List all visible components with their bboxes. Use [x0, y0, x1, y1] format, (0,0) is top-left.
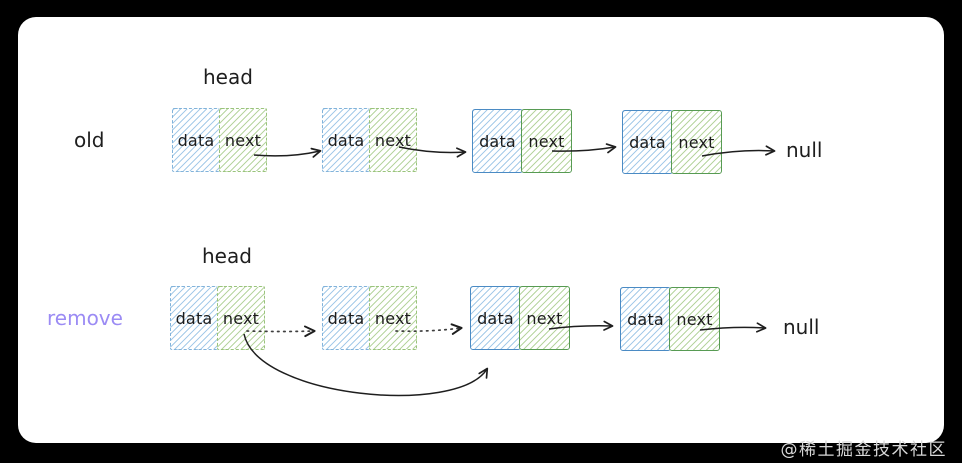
row2-label: remove — [47, 306, 123, 330]
node-data-cell: data — [170, 286, 218, 350]
node-data-cell: data — [622, 110, 673, 174]
cell-label: next — [224, 130, 262, 150]
row1-head-label: head — [203, 65, 253, 89]
cell-label: next — [678, 132, 715, 152]
node-next-cell: next — [519, 286, 570, 350]
cell-label: data — [327, 308, 365, 328]
cell-label: data — [327, 130, 365, 150]
node-next-cell: next — [369, 108, 417, 172]
drawing-canvas — [18, 17, 944, 443]
list-node-remove-2: data next — [322, 286, 417, 350]
cell-label: next — [526, 308, 563, 328]
list-node-old-4: data next — [622, 110, 722, 174]
list-node-old-3: data next — [472, 109, 572, 173]
list-node-old-2: data next — [322, 108, 417, 172]
node-next-cell: next — [217, 286, 265, 350]
node-next-cell: next — [669, 287, 720, 351]
node-data-cell: data — [472, 109, 523, 173]
list-node-remove-4: data next — [620, 287, 720, 351]
node-next-cell: next — [369, 286, 417, 350]
node-data-cell: data — [322, 286, 370, 350]
cell-label: next — [222, 308, 260, 328]
node-data-cell: data — [322, 108, 370, 172]
node-data-cell: data — [620, 287, 671, 351]
cell-label: data — [177, 130, 215, 150]
cell-label: data — [175, 308, 213, 328]
node-next-cell: next — [521, 109, 572, 173]
watermark: @稀土掘金技术社区 — [780, 440, 947, 460]
cell-label: next — [374, 130, 412, 150]
cell-label: data — [479, 131, 516, 151]
row2-head-label: head — [202, 244, 252, 268]
row1-null-label: null — [786, 138, 823, 162]
node-next-cell: next — [219, 108, 267, 172]
row1-label: old — [74, 128, 105, 152]
cell-label: next — [676, 309, 713, 329]
cell-label: next — [528, 131, 565, 151]
cell-label: data — [627, 309, 664, 329]
cell-label: data — [477, 308, 514, 328]
node-next-cell: next — [671, 110, 722, 174]
node-data-cell: data — [172, 108, 220, 172]
cell-label: next — [374, 308, 412, 328]
node-data-cell: data — [470, 286, 521, 350]
cell-label: data — [629, 132, 666, 152]
row2-null-label: null — [783, 315, 820, 339]
list-node-old-1: data next — [172, 108, 267, 172]
list-node-remove-1: data next — [170, 286, 265, 350]
list-node-remove-3: data next — [470, 286, 570, 350]
